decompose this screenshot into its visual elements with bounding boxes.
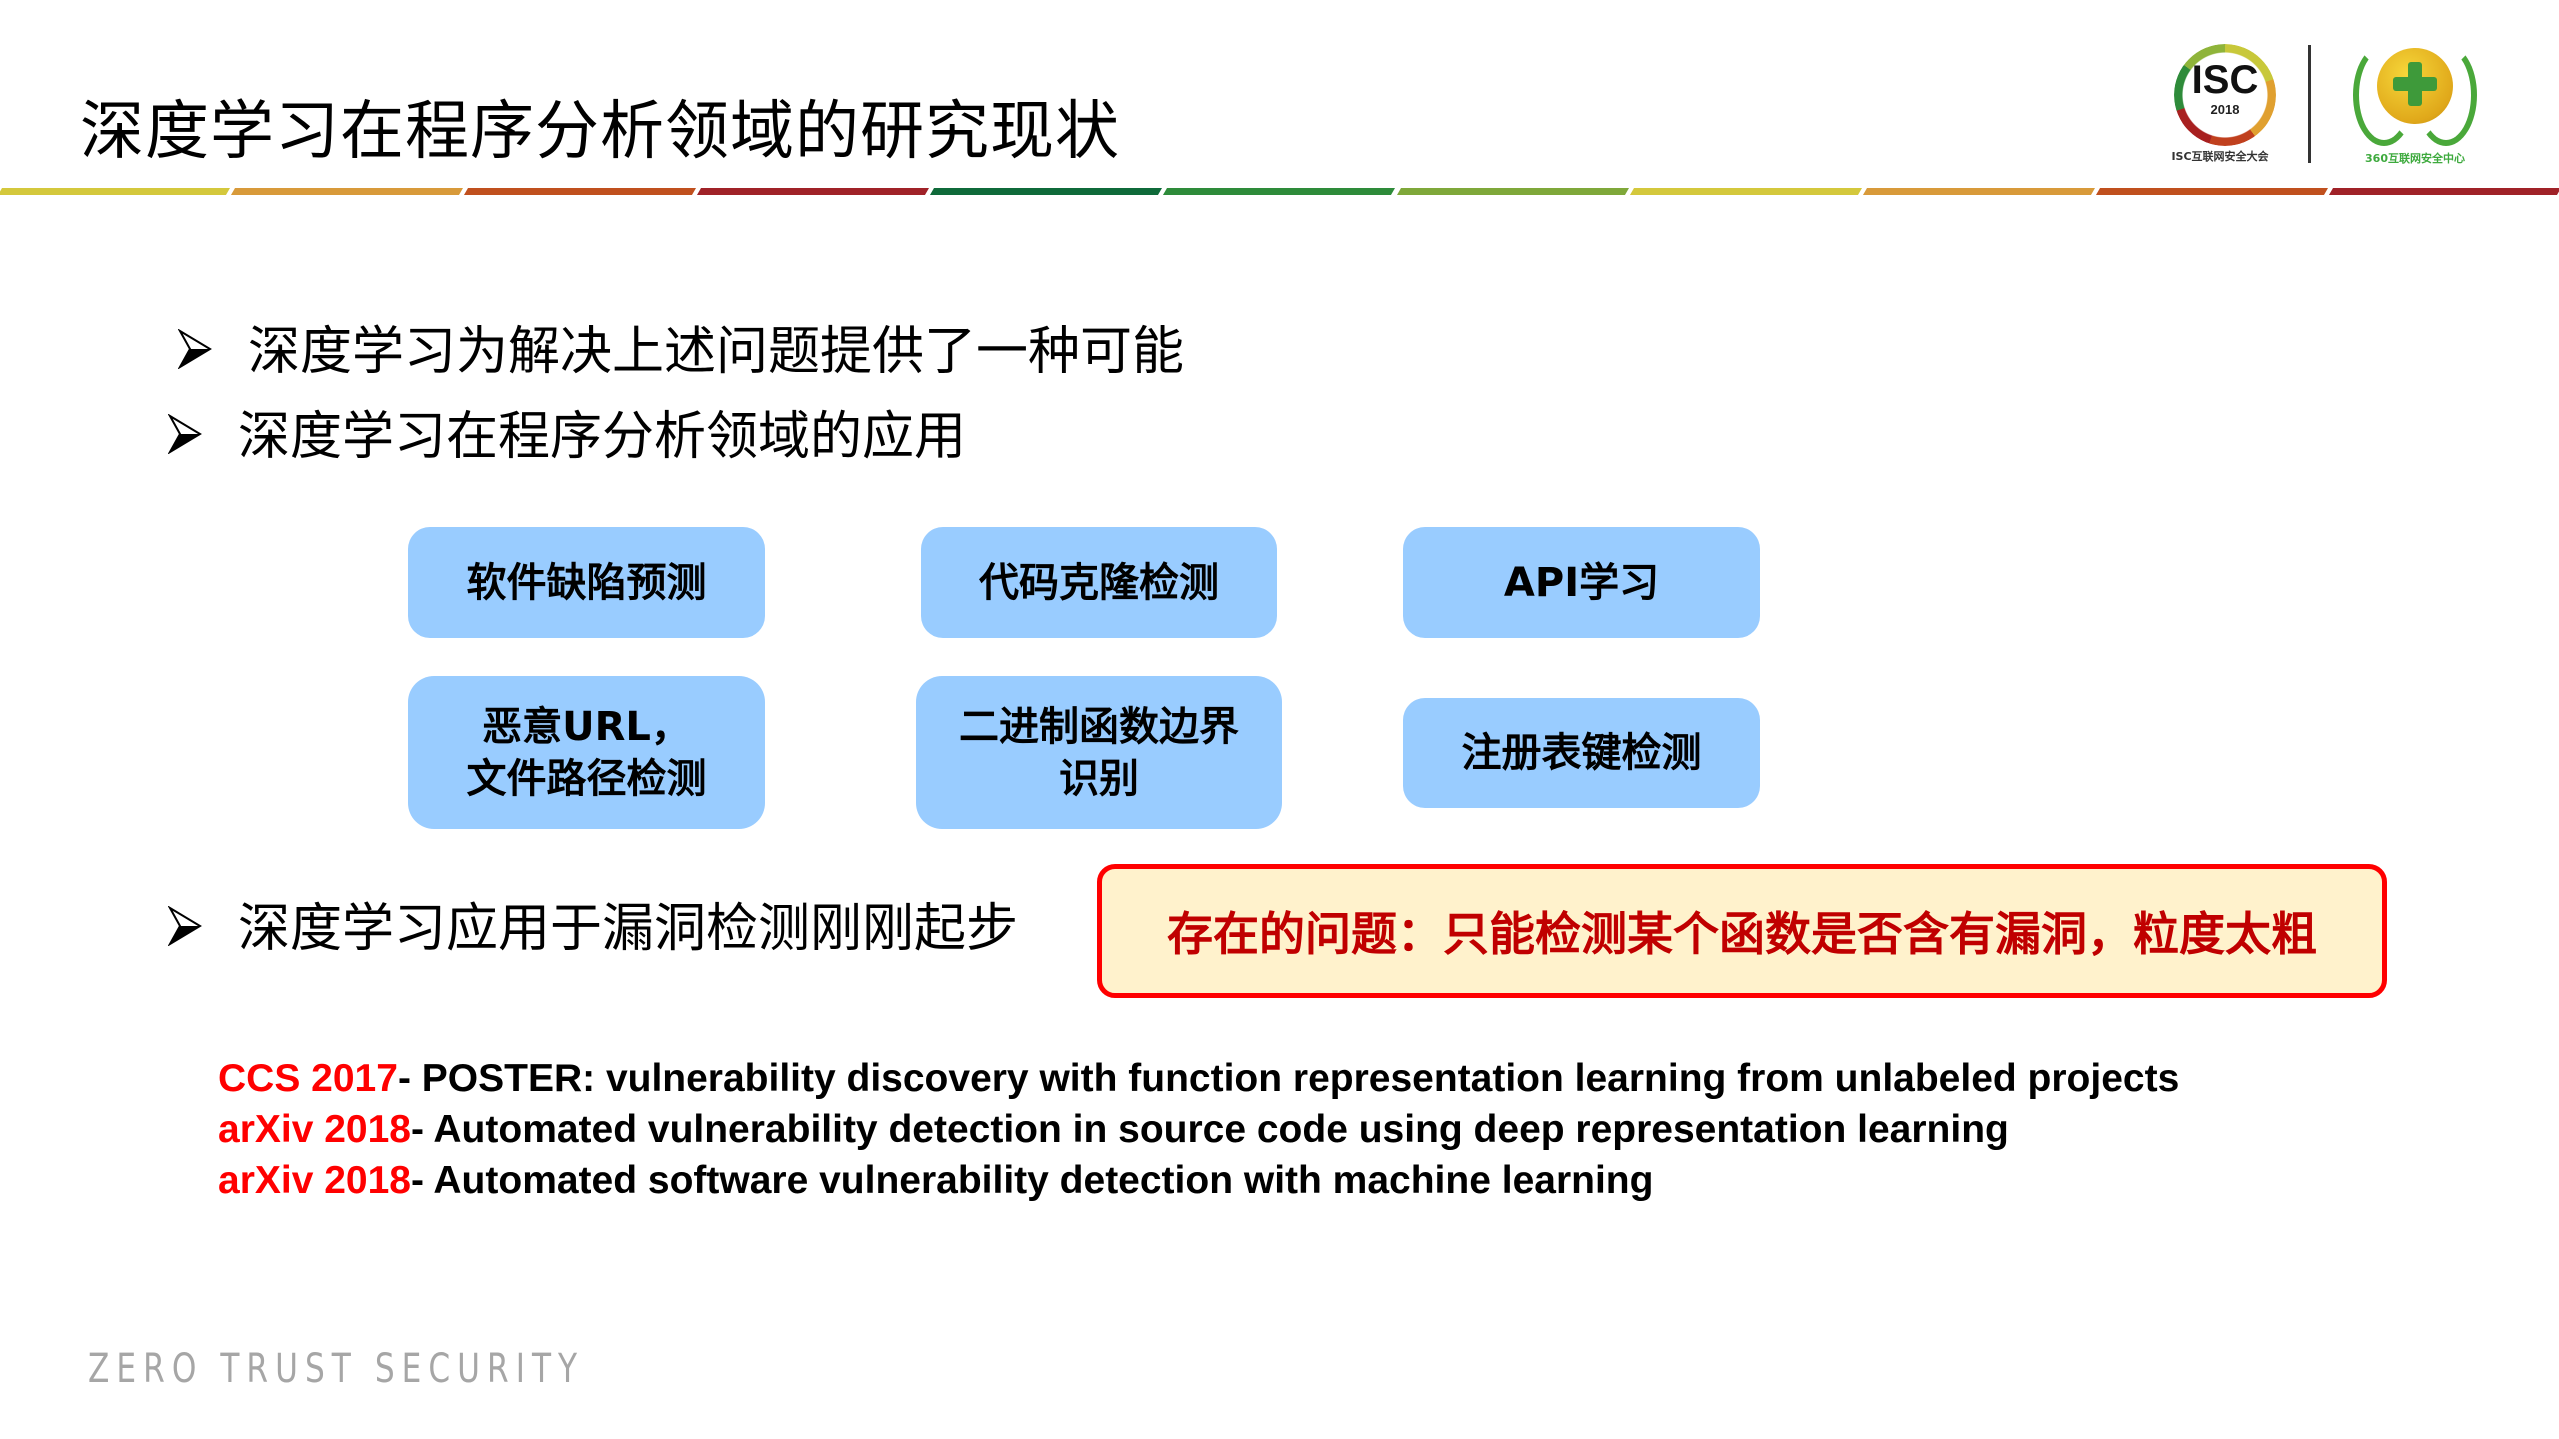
reference-item: CCS 2017- POSTER: vulnerability discover… <box>218 1053 2179 1104</box>
reference-venue: CCS 2017 <box>218 1057 398 1100</box>
stripe-segment <box>2328 188 2559 195</box>
isc-logo-year: 2018 <box>2210 102 2240 117</box>
stripe-segment <box>2095 188 2328 195</box>
reference-title: - Automated vulnerability detection in s… <box>411 1108 2009 1151</box>
application-box-api-learning: API学习 <box>1403 527 1760 638</box>
stripe-segment <box>464 188 697 195</box>
stripe-segment <box>1629 188 1862 195</box>
reference-venue: arXiv 2018 <box>218 1108 412 1151</box>
bullet-text: 深度学习在程序分析领域的应用 <box>238 407 967 467</box>
reference-item: arXiv 2018- Automated software vulnerabi… <box>218 1155 2179 1206</box>
arrow-bullet-icon <box>177 320 212 384</box>
bullet-item: 深度学习在程序分析领域的应用 <box>167 405 967 469</box>
stripe-segment <box>697 188 930 195</box>
reference-title: - Automated software vulnerability detec… <box>411 1159 1654 1202</box>
arrow-bullet-icon <box>167 405 202 469</box>
isc-logo-label: ISC互联网安全大会 <box>2171 150 2269 163</box>
laurel-right-icon <box>2415 44 2477 146</box>
plus-icon <box>2393 77 2437 91</box>
stripe-segment <box>1163 188 1396 195</box>
application-box-binary-function-boundary: 二进制函数边界 识别 <box>916 676 1282 829</box>
header-color-stripes <box>0 188 2559 196</box>
bullet-item: 深度学习应用于漏洞检测刚刚起步 <box>167 897 1019 961</box>
360-logo: 360互联网安全中心 <box>2335 38 2495 170</box>
bullet-text: 深度学习应用于漏洞检测刚刚起步 <box>238 899 1019 959</box>
slide-title: 深度学习在程序分析领域的研究现状 <box>80 95 1120 169</box>
reference-venue: arXiv 2018 <box>218 1159 412 1202</box>
laurel-left-icon <box>2353 44 2415 146</box>
isc-logo: ISC 2018 ISC互联网安全大会 <box>2150 40 2290 170</box>
application-box-registry-key: 注册表键检测 <box>1403 698 1760 808</box>
bullet-item: 深度学习为解决上述问题提供了一种可能 <box>177 320 1185 384</box>
reference-title: - POSTER: vulnerability discovery with f… <box>397 1057 2180 1100</box>
360-logo-label: 360互联网安全中心 <box>2365 152 2465 165</box>
arrow-bullet-icon <box>167 897 202 961</box>
stripe-segment <box>930 188 1163 195</box>
application-box-defect-prediction: 软件缺陷预测 <box>408 527 765 638</box>
reference-list: CCS 2017- POSTER: vulnerability discover… <box>218 1053 2179 1206</box>
bullet-text: 深度学习为解决上述问题提供了一种可能 <box>248 322 1185 382</box>
isc-ring-icon <box>2174 44 2276 146</box>
application-box-clone-detection: 代码克隆检测 <box>921 527 1277 638</box>
problem-callout: 存在的问题：只能检测某个函数是否含有漏洞，粒度太粗 <box>1097 864 2387 998</box>
footer-tagline: ZERO TRUST SECURITY <box>88 1346 585 1392</box>
isc-logo-text: ISC <box>2191 58 2259 102</box>
logo-divider <box>2308 45 2311 163</box>
reference-item: arXiv 2018- Automated vulnerability dete… <box>218 1104 2179 1155</box>
application-box-malicious-url: 恶意URL， 文件路径检测 <box>408 676 765 829</box>
stripe-segment <box>1862 188 2095 195</box>
stripe-segment <box>231 188 464 195</box>
stripe-segment <box>0 188 231 195</box>
stripe-segment <box>1396 188 1629 195</box>
